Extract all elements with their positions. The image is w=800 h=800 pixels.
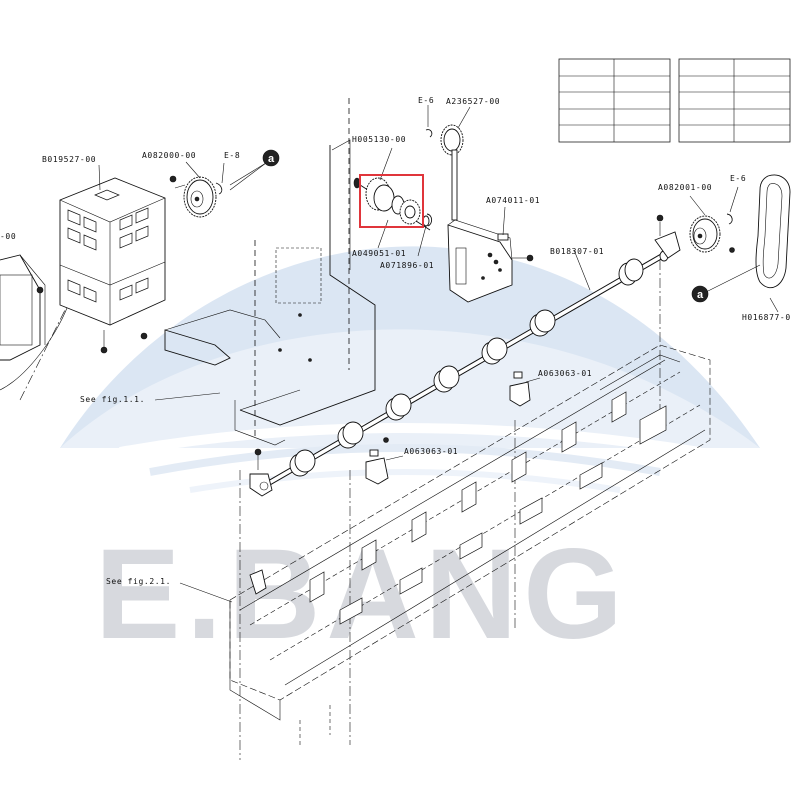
label-h005130: H005130-00 xyxy=(352,135,406,144)
roller-7 xyxy=(618,258,644,286)
gear-a082000 xyxy=(169,161,225,218)
gear-a082001 xyxy=(654,186,739,259)
label-a236527: A236527-00 xyxy=(446,97,500,106)
lower-chassis xyxy=(229,344,711,745)
gear-a049051 xyxy=(353,147,433,257)
label-b018307: B018307-01 xyxy=(550,247,604,256)
belt-h016877 xyxy=(755,174,791,313)
motor-housing xyxy=(0,254,71,391)
callout-a-right-label: a xyxy=(697,289,704,301)
label-e6-right: E-6 xyxy=(730,174,746,183)
label-e6-top: E-6 xyxy=(418,96,434,105)
plate-a074011 xyxy=(447,206,534,303)
label-a074011: A074011-01 xyxy=(486,196,540,205)
clip-a063063-a xyxy=(509,371,541,407)
gear-a236527 xyxy=(425,105,471,221)
label-a082001: A082001-00 xyxy=(658,183,712,192)
label-h016877: H016877-0 xyxy=(742,313,791,322)
label-a071896: A071896-01 xyxy=(380,261,434,270)
chassis-frame xyxy=(164,139,376,446)
label-left-cut: -00 xyxy=(0,232,16,241)
label-a049051: A049051-01 xyxy=(352,249,406,258)
roller-4 xyxy=(433,365,460,393)
left-bearing xyxy=(249,448,273,497)
reference-table-left xyxy=(558,58,671,143)
bracket-b019527 xyxy=(59,164,166,354)
shaft-b018307 xyxy=(260,249,669,490)
roller-6 xyxy=(529,309,556,337)
watermark-text: E.BANG xyxy=(95,523,629,666)
roller-1 xyxy=(289,449,316,477)
callout-a-right: a xyxy=(691,264,761,303)
roller-2 xyxy=(337,421,364,449)
centre-lines xyxy=(19,98,661,760)
watermark-arc xyxy=(60,246,760,493)
clip-a063063-b xyxy=(365,449,404,485)
label-a063063-a: A063063-01 xyxy=(538,369,592,378)
label-b019527: B019527-00 xyxy=(42,155,96,164)
leader-fig-2-1 xyxy=(179,582,233,603)
reference-table-right xyxy=(678,58,791,143)
label-see-fig-1-1: See fig.1.1. xyxy=(80,395,145,404)
highlight-box xyxy=(359,174,424,228)
label-a063063-b: A063063-01 xyxy=(404,447,458,456)
callout-a-left: a xyxy=(229,149,280,191)
callout-a-left-label: a xyxy=(268,153,275,165)
label-a082000: A082000-00 xyxy=(142,151,196,160)
label-e8: E-8 xyxy=(224,151,240,160)
leader-fig-1-1 xyxy=(154,392,221,401)
label-see-fig-2-1: See fig.2.1. xyxy=(106,577,171,586)
roller-5 xyxy=(481,337,508,365)
roller-3 xyxy=(385,393,412,421)
